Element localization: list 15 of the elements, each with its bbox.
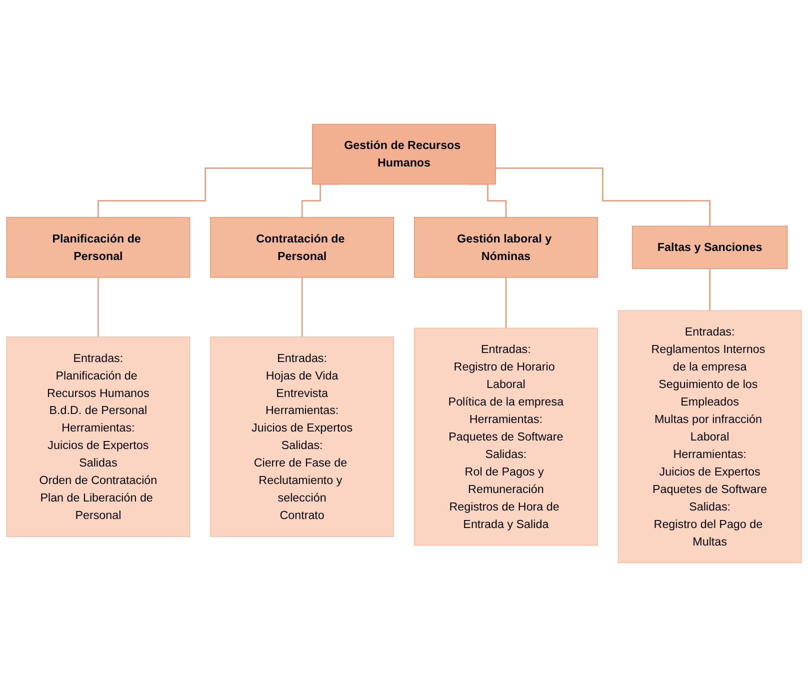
node-box: Planificación de Personal bbox=[6, 217, 190, 278]
connector bbox=[98, 276, 99, 338]
node-box: Faltas y Sanciones bbox=[632, 226, 788, 270]
node-box: Gestión laboral y Nóminas bbox=[414, 217, 598, 278]
node-box: Gestión de Recursos Humanos bbox=[312, 124, 496, 185]
node-box: Entradas: Registro de Horario Laboral Política de la empresa Herramientas: Paquetes de Software Salidas: Rol de Pagos y Remuneración Registros de Hora de Entrada y Salida bbox=[414, 328, 598, 546]
connector bbox=[709, 268, 710, 312]
connector bbox=[98, 168, 312, 218]
node-box: Entradas: Hojas de Vida Entrevista Herramientas: Juicios de Expertos Salidas: Cierre de Fase de Reclutamiento y selección Contrato bbox=[210, 336, 394, 537]
connector bbox=[301, 276, 303, 338]
connector bbox=[496, 168, 710, 227]
node-box: Entradas: Reglamentos Internos de la empresa Seguimiento de los Empleados Multas por infracción Laboral Herramientas: Juicios de Expertos Paquetes de Software Salidas: Registro del Pago de Multas bbox=[618, 310, 802, 564]
node-box: Entradas: Planificación de Recursos Humanos B.d.D. de Personal Herramientas: Juicios de Expertos Salidas Orden de Contratación Plan de Liberación de Personal bbox=[6, 336, 190, 537]
connector bbox=[505, 276, 507, 329]
node-box: Contratación de Personal bbox=[210, 217, 394, 278]
